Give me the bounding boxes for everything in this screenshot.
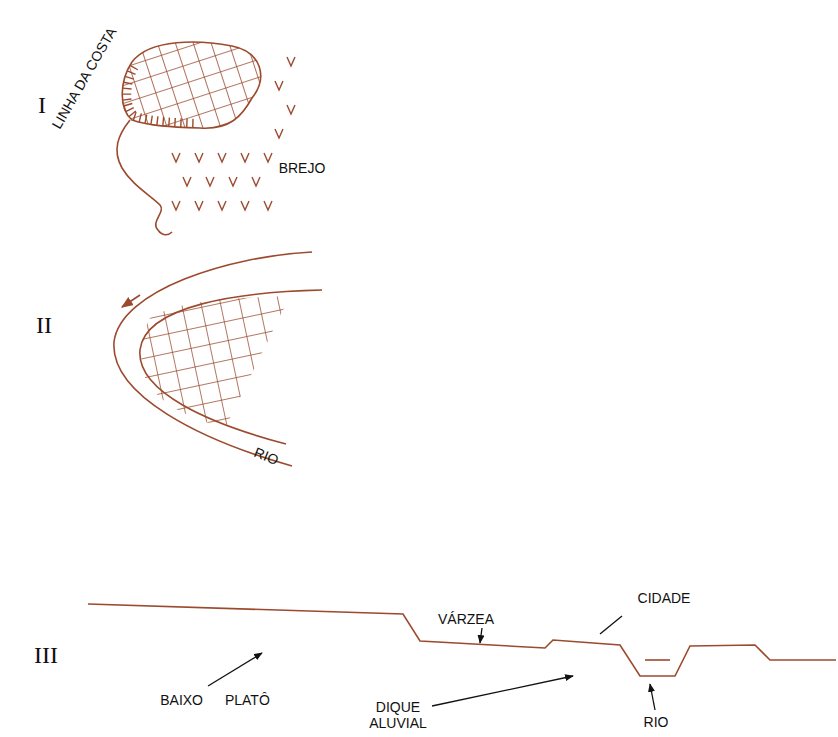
marsh-symbol <box>218 201 226 210</box>
marsh-symbol <box>229 177 237 186</box>
marsh-symbol <box>172 201 180 210</box>
coast-tick <box>180 118 182 127</box>
river-label: RIO <box>251 444 280 468</box>
coast-tick <box>123 87 132 89</box>
city-grid <box>110 30 280 140</box>
coast-tick <box>122 93 131 94</box>
marsh-symbol <box>275 129 283 138</box>
coast-guide <box>122 62 200 128</box>
leader-arrow <box>432 676 573 706</box>
marsh-symbol <box>252 177 260 186</box>
floodplain-label: VÁRZEA <box>438 611 494 627</box>
flow-arrow <box>122 295 140 307</box>
marsh-symbol <box>241 153 249 162</box>
leader-arrow <box>208 653 262 686</box>
section-numeral: II <box>36 312 52 340</box>
marsh-symbol <box>172 153 180 162</box>
coast-tick <box>157 116 158 125</box>
coast-tick <box>186 119 188 128</box>
coast-tick <box>174 118 176 127</box>
coast-tick <box>127 71 135 75</box>
marsh-symbol <box>241 201 249 210</box>
coast-hatching <box>122 65 193 127</box>
coastline <box>117 120 172 235</box>
leader-arrow <box>480 628 482 643</box>
marsh-label: BREJO <box>279 160 326 176</box>
river-label: RIO <box>644 714 669 730</box>
marsh-symbol <box>195 153 203 162</box>
plateau-label: BAIXO PLATÔ <box>160 692 270 708</box>
levee-label: DIQUE ALUVIAL <box>358 699 438 731</box>
section-numeral: III <box>34 642 58 670</box>
coast-tick <box>124 104 133 106</box>
terrain-profile <box>88 604 836 676</box>
marsh-symbol <box>264 153 272 162</box>
marsh-symbol <box>264 201 272 210</box>
coast-tick <box>126 108 134 112</box>
coast-tick <box>124 82 133 84</box>
coast-tick <box>145 115 147 124</box>
coast-tick <box>162 117 164 126</box>
coast-tick <box>125 76 134 79</box>
river-bank <box>114 252 312 466</box>
city-label: CIDADE <box>638 590 691 606</box>
coast-tick <box>133 112 136 121</box>
marsh-symbol <box>287 57 295 66</box>
coastline-label: LINHA DA COSTA <box>48 25 119 132</box>
coast-tick <box>151 116 152 125</box>
coast-tick <box>168 118 170 127</box>
coast-tick <box>130 65 138 69</box>
coast-tick <box>123 99 132 100</box>
leader-line <box>600 616 622 634</box>
marsh-symbol <box>275 81 283 90</box>
marsh-symbol <box>287 105 295 114</box>
water-level <box>645 659 670 661</box>
marsh-symbols <box>172 57 295 210</box>
leader-arrow <box>650 684 655 710</box>
marsh-symbol <box>218 153 226 162</box>
marsh-symbol <box>183 177 191 186</box>
marsh-symbol <box>195 201 203 210</box>
marsh-symbol <box>206 177 214 186</box>
section-numeral: I <box>38 92 46 120</box>
coast-tick <box>139 113 141 122</box>
city-grid <box>120 280 310 440</box>
coast-tick <box>192 119 194 128</box>
